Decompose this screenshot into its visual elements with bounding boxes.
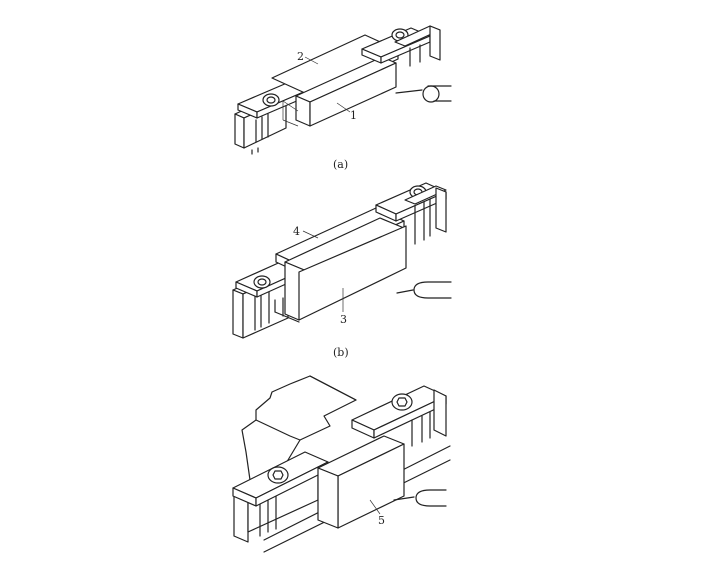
figure-a-left-bolt-icon — [262, 93, 280, 107]
figure-b-right-bracket — [404, 185, 447, 245]
figure-c-probe-icon — [393, 489, 447, 507]
figure-c-large-workpiece — [241, 375, 357, 481]
figure-b-label-4: 4 — [293, 225, 300, 238]
figure-b-label-3: 3 — [340, 313, 347, 326]
figure-a-leader-1 — [336, 102, 351, 113]
figure-c-left-clamp-plate — [232, 451, 329, 507]
figure-c-right-bolt-icon — [391, 393, 413, 411]
figure-a-caption: (a) — [333, 158, 348, 171]
figure-c-left-bolt-icon — [267, 466, 289, 484]
figure-c-right-bracket — [411, 389, 447, 447]
figure-b-left-bolt-icon — [253, 275, 271, 289]
figure-a-probe-icon — [395, 85, 452, 103]
figure-b-leader-4 — [302, 230, 319, 239]
figure-a-left-clamp-plate — [237, 82, 307, 119]
figure-c-right-clamp-plate — [351, 385, 447, 439]
figure-a-label-1: 1 — [350, 109, 357, 122]
figure-b-block-3 — [274, 217, 407, 323]
figure-c: 5 — [232, 375, 451, 553]
figure-a-right-bracket — [394, 25, 441, 67]
figure-b-probe-icon — [396, 281, 452, 299]
figure-b: 4 3 (b) — [232, 182, 452, 359]
figure-c-block-5 — [317, 435, 405, 529]
figure-a-block-1 — [282, 56, 397, 127]
figure-a-label-2: 2 — [297, 50, 304, 63]
figure-a-leader-2 — [304, 56, 319, 65]
figure-c-leader-5 — [369, 499, 381, 515]
figure-c-label-5: 5 — [378, 514, 385, 527]
figure-a: 2 1 (a) — [234, 25, 452, 171]
figure-b-caption: (b) — [333, 346, 349, 359]
